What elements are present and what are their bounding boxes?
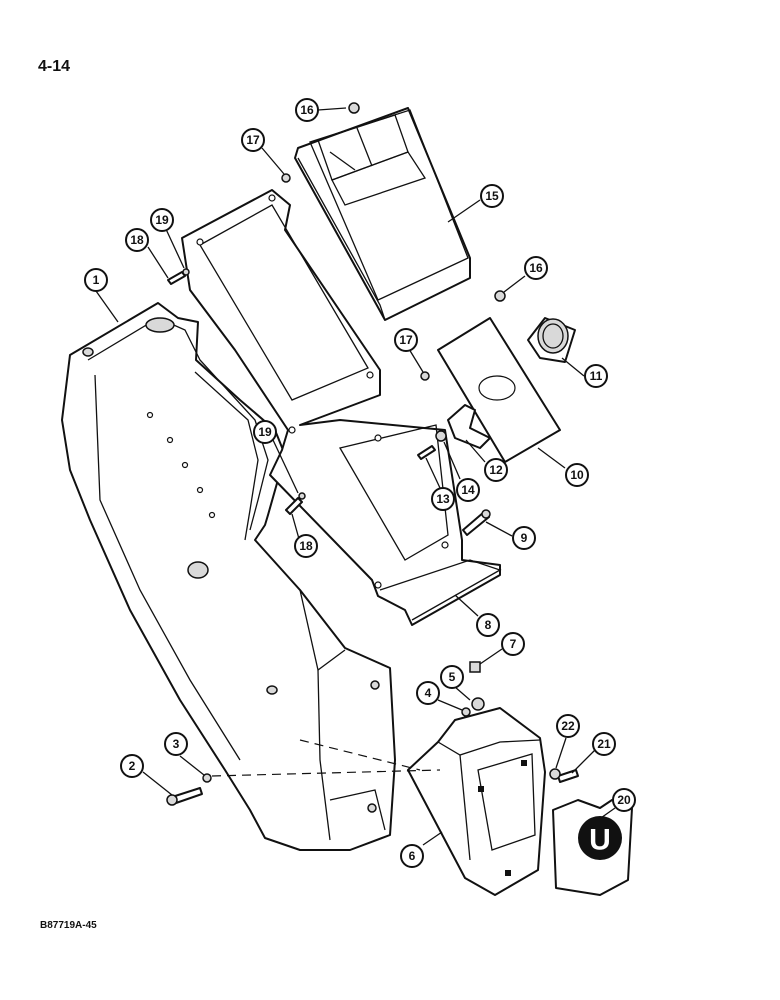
svg-text:3: 3 <box>173 737 180 751</box>
callout: 17 <box>241 128 265 152</box>
callout: 19 <box>253 420 277 444</box>
svg-text:6: 6 <box>409 849 416 863</box>
svg-text:16: 16 <box>300 103 314 117</box>
svg-text:17: 17 <box>399 333 413 347</box>
callout: 10 <box>565 463 589 487</box>
figure-code: B87719A-45 <box>40 920 97 931</box>
callout: 8 <box>476 613 500 637</box>
callouts: 1 2 3 4 5 6 7 8 9 10 11 12 13 14 15 16 1… <box>84 98 636 868</box>
svg-text:2: 2 <box>129 759 136 773</box>
callout: 9 <box>512 526 536 550</box>
callout: 20 <box>612 788 636 812</box>
callout: 12 <box>484 458 508 482</box>
callout: 2 <box>120 754 144 778</box>
callout: 11 <box>584 364 608 388</box>
page-number: 4-14 <box>38 58 71 75</box>
callout: 22 <box>556 714 580 738</box>
svg-text:20: 20 <box>617 793 631 807</box>
assembly-line-2 <box>299 739 421 771</box>
svg-text:14: 14 <box>461 483 475 497</box>
callout: 19 <box>150 208 174 232</box>
callout: 1 <box>84 268 108 292</box>
callout: 3 <box>164 732 188 756</box>
callout: 15 <box>480 184 504 208</box>
svg-text:11: 11 <box>590 369 603 383</box>
callout: 4 <box>416 681 440 705</box>
svg-text:21: 21 <box>597 737 611 751</box>
callout: 16 <box>295 98 319 122</box>
fasteners <box>166 102 579 806</box>
callout: 14 <box>456 478 480 502</box>
callout: 16 <box>524 256 548 280</box>
decal-letter: U <box>589 824 611 857</box>
callout: 18 <box>294 534 318 558</box>
svg-text:18: 18 <box>130 233 144 247</box>
svg-text:19: 19 <box>258 425 272 439</box>
svg-text:12: 12 <box>489 463 503 477</box>
mounting-plate <box>437 317 561 463</box>
svg-text:18: 18 <box>299 539 313 553</box>
callout: 6 <box>400 844 424 868</box>
svg-text:15: 15 <box>485 189 499 203</box>
callout: 18 <box>125 228 149 252</box>
svg-text:1: 1 <box>93 273 100 287</box>
svg-text:8: 8 <box>485 618 492 632</box>
callout: 7 <box>501 632 525 656</box>
svg-text:5: 5 <box>449 670 456 684</box>
assembly-line <box>211 769 441 777</box>
callout: 21 <box>592 732 616 756</box>
callout: 17 <box>394 328 418 352</box>
svg-text:17: 17 <box>246 133 260 147</box>
svg-text:16: 16 <box>529 261 543 275</box>
svg-text:13: 13 <box>436 492 450 506</box>
svg-text:7: 7 <box>510 637 517 651</box>
mounting-bracket <box>447 404 491 449</box>
lower-cover <box>407 707 546 896</box>
svg-text:22: 22 <box>561 719 575 733</box>
decal-plate: U <box>552 799 633 896</box>
svg-text:9: 9 <box>521 531 528 545</box>
console-top-panel <box>181 189 502 626</box>
keypad-module <box>294 107 471 321</box>
callout: 13 <box>431 487 455 511</box>
speaker-grille <box>527 317 576 363</box>
leader-lines <box>95 107 616 846</box>
svg-text:4: 4 <box>425 686 432 700</box>
callout: 5 <box>440 665 464 689</box>
console-housing <box>61 302 396 851</box>
svg-text:10: 10 <box>570 468 584 482</box>
svg-text:19: 19 <box>155 213 169 227</box>
